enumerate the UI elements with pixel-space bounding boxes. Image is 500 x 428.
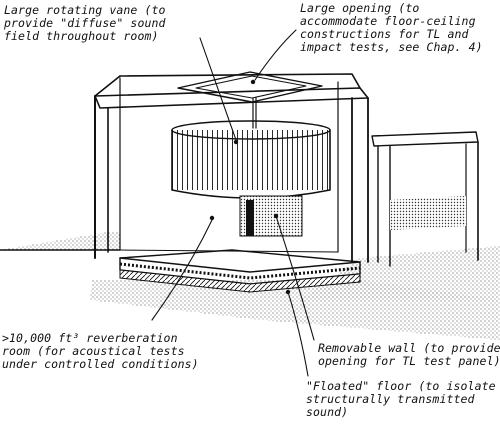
removable-wall-panel — [239, 195, 303, 237]
vane-shaft — [252, 97, 257, 129]
floated-floor — [119, 249, 361, 293]
volume-label: >10,000 ft³ reverberation room (for acou… — [2, 331, 199, 371]
room-structure — [94, 73, 369, 263]
adjacent-test-chamber — [371, 131, 479, 267]
callout-lines — [151, 29, 315, 377]
callout-markers — [209, 79, 291, 295]
opening-label: Large opening (to accommodate floor-ceil… — [300, 1, 483, 54]
ceiling-opening — [177, 71, 323, 103]
wall-label: Removable wall (to provide opening for T… — [318, 341, 500, 368]
ground — [0, 232, 500, 340]
rotating-vane — [171, 120, 331, 199]
floor-label: "Floated" floor (to isolate structurally… — [306, 379, 500, 419]
vane-label: Large rotating vane (to provide "diffuse… — [3, 3, 173, 43]
